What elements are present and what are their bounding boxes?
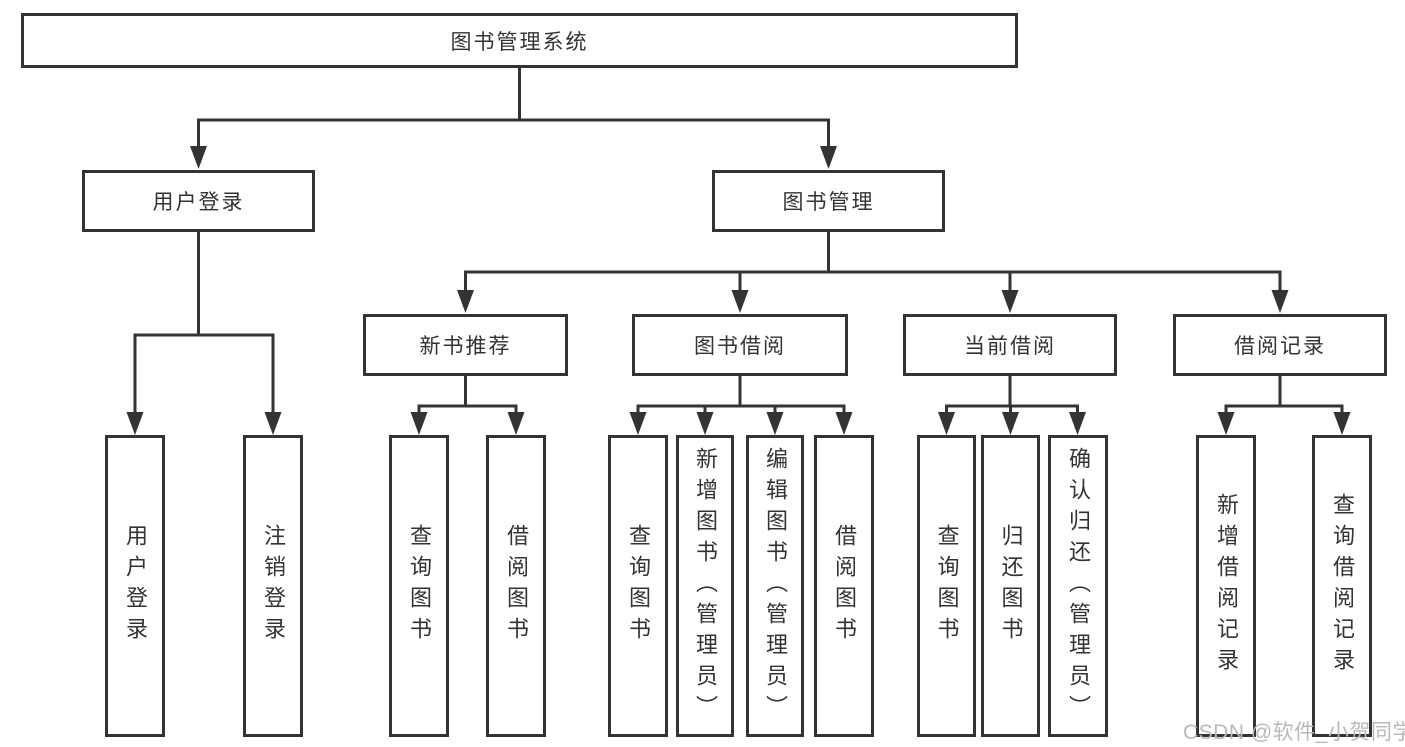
leaf-confirm-return-admin: 确认归还（管理员） — [1048, 435, 1108, 737]
arrowhead-icon — [1069, 412, 1086, 435]
node-book-borrow: 图书借阅 — [632, 314, 848, 376]
leaf-borrow-books: 借阅图书 — [814, 435, 874, 737]
leaf-edit-book-admin: 编辑图书（管理员） — [746, 435, 804, 737]
node-user-login: 用户登录 — [82, 170, 315, 232]
leaf-query-books-current: 查询图书 — [917, 435, 976, 737]
arrowhead-icon — [190, 146, 207, 169]
leaf-add-borrow-record: 新增借阅记录 — [1196, 435, 1256, 737]
leaf-logout: 注销登录 — [243, 435, 303, 737]
watermark: CSDN @软件_小贺同学 — [1183, 721, 1405, 744]
arrowhead-icon — [126, 412, 144, 435]
connector-newbook-to-leaves — [417, 374, 518, 417]
arrowhead-icon — [835, 412, 853, 435]
connector-records-to-leaves — [1224, 374, 1344, 417]
arrowhead-icon — [1001, 290, 1019, 313]
arrowhead-icon — [507, 412, 525, 435]
arrowhead-icon — [1271, 290, 1289, 313]
arrowhead-icon — [696, 412, 714, 435]
connector-bookmgmt-to-level3 — [464, 230, 1282, 294]
arrowhead-icon — [1217, 412, 1235, 435]
connector-root-to-level2 — [197, 66, 830, 151]
connector-current-to-leaves — [945, 374, 1079, 417]
arrowhead-icon — [938, 412, 955, 435]
arrowhead-icon — [264, 412, 282, 435]
arrowhead-icon — [766, 412, 784, 435]
arrowhead-icon — [1002, 412, 1019, 435]
arrowhead-icon — [410, 412, 428, 435]
node-book-management: 图书管理 — [712, 170, 945, 232]
leaf-query-borrow-record: 查询借阅记录 — [1312, 435, 1372, 737]
connector-userlogin-to-leaves — [133, 230, 275, 417]
arrowhead-icon — [820, 146, 837, 169]
leaf-query-books-borrow: 查询图书 — [608, 435, 668, 737]
node-borrow-records: 借阅记录 — [1173, 314, 1387, 376]
node-current-borrow: 当前借阅 — [903, 314, 1117, 376]
connector-borrow-to-leaves — [636, 374, 846, 417]
arrowhead-icon — [629, 412, 647, 435]
leaf-return-books: 归还图书 — [981, 435, 1040, 737]
node-root: 图书管理系统 — [21, 13, 1018, 68]
arrowhead-icon — [457, 290, 474, 313]
leaf-borrow-books-recommend: 借阅图书 — [486, 435, 546, 737]
leaf-user-login: 用户登录 — [105, 435, 165, 737]
arrowhead-icon — [1333, 412, 1351, 435]
node-new-book-recommend: 新书推荐 — [363, 314, 568, 376]
arrowhead-icon — [731, 290, 749, 313]
leaf-query-books-recommend: 查询图书 — [389, 435, 449, 737]
leaf-add-book-admin: 新增图书（管理员） — [676, 435, 734, 737]
